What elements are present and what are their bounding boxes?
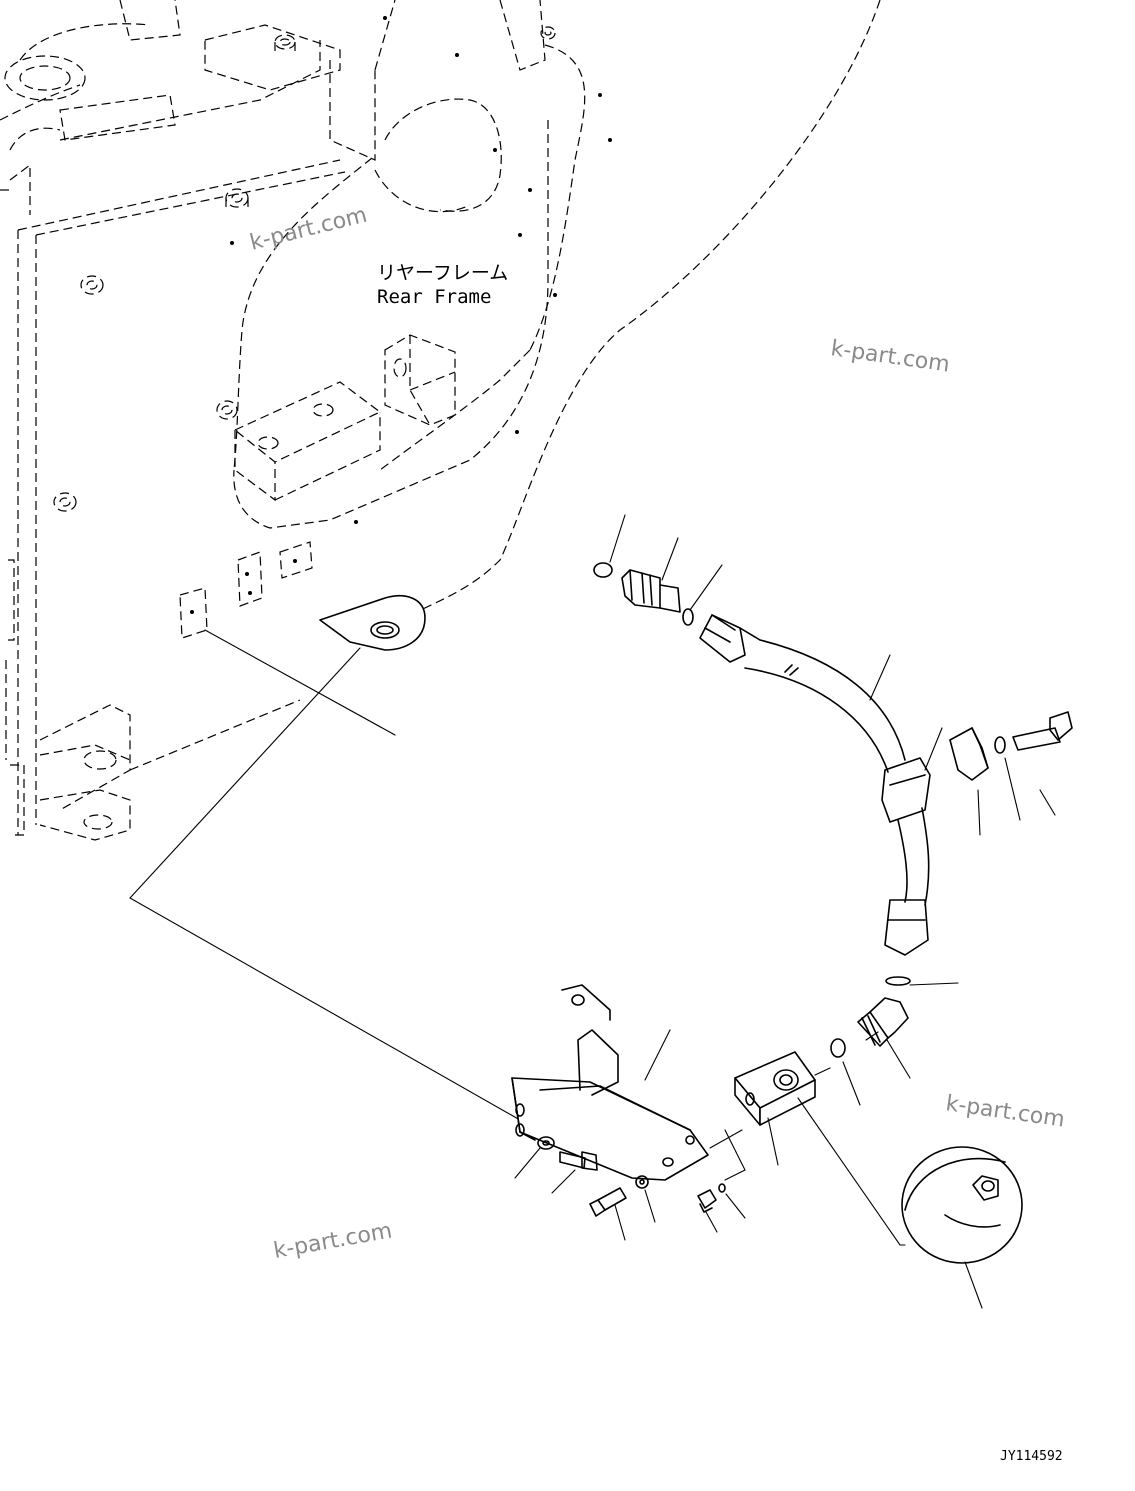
bracket-washer-left [537,1136,555,1150]
frame-rivets [230,16,612,524]
frame-label-jp: リヤーフレーム [377,262,508,284]
watermark-3: k-part.com [944,1091,1066,1132]
frame-bosses [53,26,556,512]
hose-clamp [949,727,989,781]
o-ring-small [682,608,694,626]
watermark-2: k-part.com [829,336,951,377]
callout-leaders [514,514,1056,1309]
frame-tabs [179,541,313,639]
bracket-washer-right [635,1175,649,1189]
drawing-reference: JY114592 [1000,1449,1063,1464]
bracket-bolt-left [559,1151,598,1171]
rear-frame-outline [0,0,881,836]
elbow-fitting [857,997,909,1047]
watermark-4: k-part.com [272,1218,394,1263]
frame-top-mount [4,55,86,101]
accumulator [901,1146,1023,1264]
assembly-leader-lines [129,629,521,1121]
small-o-ring-plug [718,1183,726,1193]
frame-platform [233,334,456,502]
o-ring-top [593,562,613,578]
watermarks: k-part.com k-part.com k-part.com k-part.… [247,203,1066,1264]
clamp-bolt [1012,711,1073,751]
mounting-bracket [511,984,709,1181]
clamp-washer [994,736,1006,754]
hose-assembly [699,614,931,956]
frame-label-en: Rear Frame [377,286,491,308]
bracket-bolt-mid [589,1187,627,1217]
o-ring-valve [830,1038,846,1058]
frame-hinge-bracket [39,699,301,841]
o-ring-lower [885,976,911,986]
frame-mount-tab [319,594,426,651]
connector-fitting [621,569,681,613]
valve-block [734,1051,816,1126]
watermark-1: k-part.com [247,203,369,256]
valve-guide-lines [709,1031,906,1246]
plug-fitting [697,1189,717,1213]
frame-label: リヤーフレーム Rear Frame [377,262,508,308]
